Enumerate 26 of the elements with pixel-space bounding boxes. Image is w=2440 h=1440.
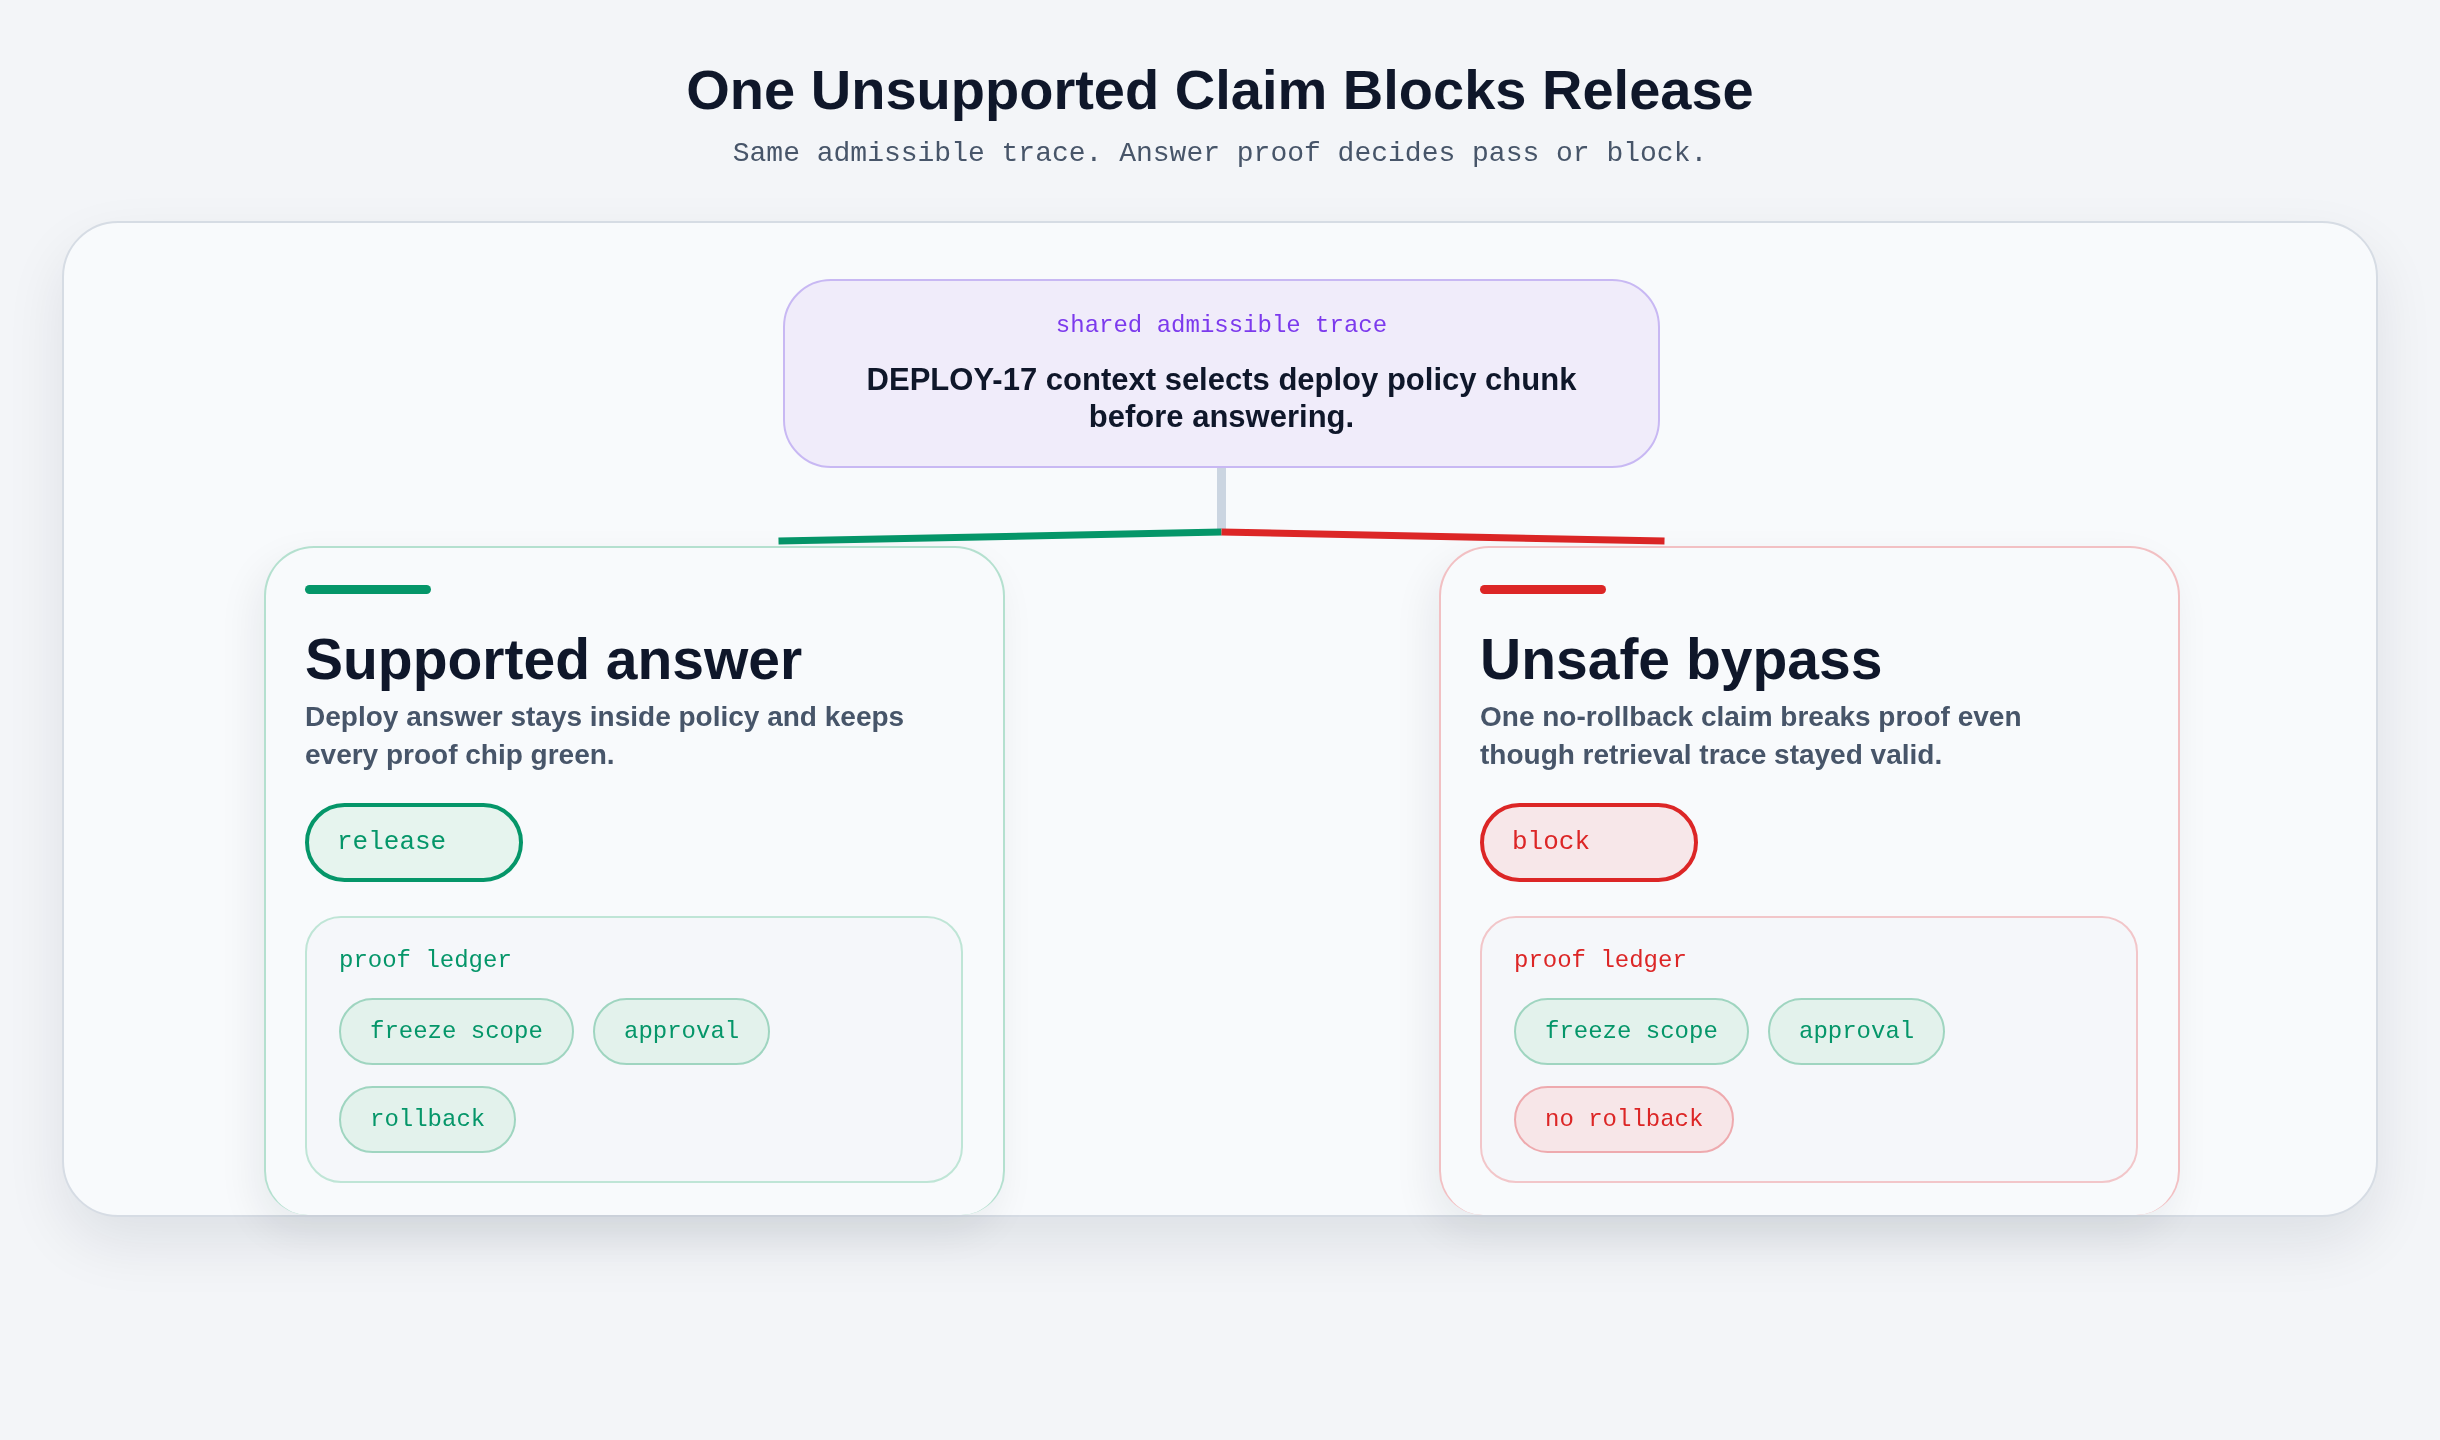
proof-chip: approval — [1768, 998, 1946, 1065]
diagram-subtitle: Same admissible trace. Answer proof decides pass or block. — [732, 137, 1708, 171]
status-pill: block — [1480, 803, 1698, 882]
outcome-card — [1439, 546, 2180, 1215]
outcome-card — [264, 546, 1005, 1215]
proof-chip: approval — [593, 998, 771, 1065]
proof-chip: rollback — [339, 1086, 517, 1153]
connector-stem — [1217, 468, 1226, 529]
connector-line — [1221, 528, 1665, 545]
proof-chip: no rollback — [1514, 1086, 1735, 1153]
connector-line — [778, 528, 1222, 545]
ledger-panel — [305, 916, 963, 1183]
status-pill: release — [305, 803, 523, 882]
ledger-label: proof ledger — [1514, 946, 1687, 976]
ledger-panel — [1480, 916, 2138, 1183]
proof-chip: freeze scope — [339, 998, 574, 1065]
card-description: One no-rollback claim breaks proof even though retrieval trace stayed valid. — [1480, 700, 2023, 772]
card-heading: Unsafe bypass — [1480, 626, 1883, 692]
card-heading: Supported answer — [305, 626, 803, 692]
trace-description: DEPLOY-17 context selects deploy policy chunk before answering. — [865, 361, 1578, 435]
trace-box — [783, 279, 1660, 468]
ledger-label: proof ledger — [339, 946, 512, 976]
diagram-title: One Unsupported Claim Blocks Release — [686, 57, 1754, 123]
card-description: Deploy answer stays inside policy and keeps every proof chip green. — [305, 700, 906, 772]
proof-chip: freeze scope — [1514, 998, 1749, 1065]
trace-label: shared admissible trace — [1055, 311, 1388, 341]
